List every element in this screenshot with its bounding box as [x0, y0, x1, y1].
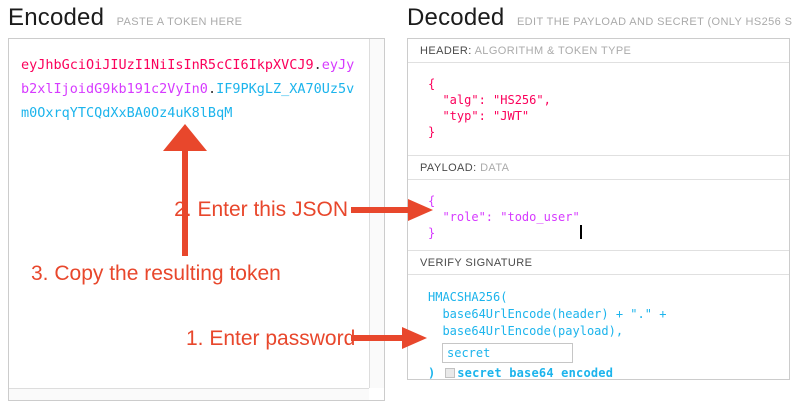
token-separator: . — [207, 81, 217, 97]
payload-section-bar: PAYLOAD: DATA — [408, 156, 789, 180]
encoded-header: Encoded PASTE A TOKEN HERE — [8, 0, 385, 38]
verify-section-bar: VERIFY SIGNATURE — [408, 251, 789, 275]
token-payload-segment: eyJyb2xlIjoidG9kb191c2VyIn0 — [21, 57, 355, 97]
arrow-right-secret-icon — [402, 327, 427, 349]
step1-label: 1. Enter password — [186, 327, 356, 350]
secret-input[interactable] — [442, 343, 573, 363]
decoded-title: Decoded — [407, 4, 505, 31]
secret-base64-checkbox[interactable] — [445, 368, 456, 378]
decoded-card: HEADER: ALGORITHM & TOKEN TYPE { "alg": … — [407, 38, 790, 380]
payload-json-editor[interactable]: { "role": "todo_user" } — [408, 180, 789, 251]
header-section-sublabel: ALGORITHM & TOKEN TYPE — [474, 45, 632, 57]
step3-label: 3. Copy the resulting token — [31, 262, 281, 285]
step2-arrow-stem — [351, 207, 409, 213]
header-json-text[interactable]: { "alg": "HS256", "typ": "JWT" } — [428, 77, 551, 139]
vertical-scrollbar[interactable] — [369, 39, 384, 388]
closing-paren: ) — [428, 366, 436, 380]
token-signature-segment: IF9PKgLZ_XA70Uz5vm0OxrqYTCQdXxBA0Oz4uK8l… — [21, 81, 355, 121]
arrow-up-stem — [182, 149, 188, 256]
token-separator: . — [313, 57, 322, 73]
signature-area: HMACSHA256( base64UrlEncode(header) + ".… — [408, 275, 789, 390]
secret-row — [442, 343, 779, 363]
horizontal-scrollbar[interactable] — [9, 388, 369, 400]
payload-section-label: PAYLOAD: — [420, 162, 477, 174]
encoded-subtitle: PASTE A TOKEN HERE — [116, 16, 243, 28]
header-section-bar: HEADER: ALGORITHM & TOKEN TYPE — [408, 39, 789, 63]
paren-row: ) secret base64 encoded — [428, 366, 779, 380]
decoded-subtitle: EDIT THE PAYLOAD AND SECRET (ONLY HS256 … — [516, 16, 793, 28]
payload-section-sublabel: DATA — [480, 162, 510, 174]
verify-section-label: VERIFY SIGNATURE — [420, 257, 533, 269]
token-text[interactable]: eyJhbGciOiJIUzI1NiIsInR5cCI6IkpXVCJ9.eyJ… — [21, 53, 358, 125]
decoded-panel: Decoded EDIT THE PAYLOAD AND SECRET (ONL… — [407, 0, 793, 380]
step2-label: 2. Enter this JSON — [174, 198, 348, 221]
encoded-title: Encoded — [8, 4, 105, 31]
arrow-right-payload-icon — [408, 199, 433, 221]
text-caret — [579, 225, 582, 239]
secret-base64-label[interactable]: secret base64 encoded — [457, 366, 614, 380]
header-json-editor[interactable]: { "alg": "HS256", "typ": "JWT" } — [408, 63, 789, 156]
payload-json-text[interactable]: { "role": "todo_user" } — [428, 194, 580, 240]
arrow-up-icon — [163, 124, 207, 151]
token-editor[interactable]: eyJhbGciOiJIUzI1NiIsInR5cCI6IkpXVCJ9.eyJ… — [8, 38, 385, 401]
signature-code: HMACSHA256( base64UrlEncode(header) + ".… — [428, 290, 667, 338]
encoded-panel: Encoded PASTE A TOKEN HERE eyJhbGciOiJIU… — [8, 0, 385, 401]
step1-arrow-stem — [351, 335, 403, 341]
token-header-segment: eyJhbGciOiJIUzI1NiIsInR5cCI6IkpXVCJ9 — [21, 57, 314, 73]
header-section-label: HEADER: — [420, 45, 472, 57]
decoded-header: Decoded EDIT THE PAYLOAD AND SECRET (ONL… — [407, 0, 793, 38]
